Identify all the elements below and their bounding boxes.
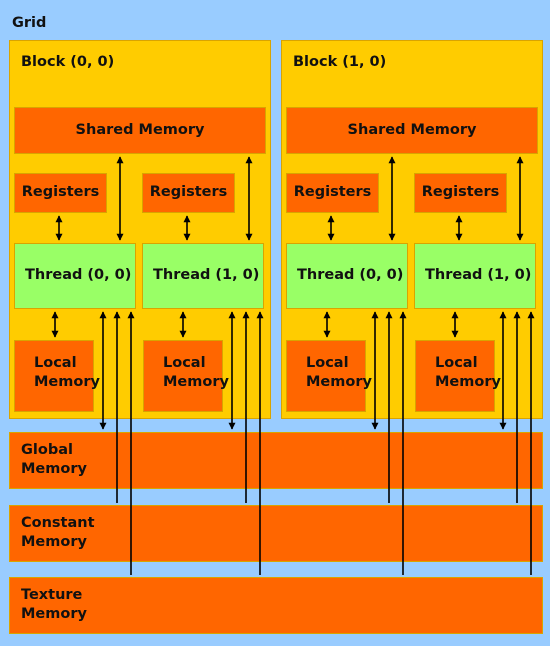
block-0-0-thread-0-label: Thread (0, 0) (25, 267, 132, 283)
block-0-0-thread-1-local-line1: Local (163, 355, 206, 371)
block-0-0-shared-memory-label: Shared Memory (75, 122, 205, 138)
block-1-0-thread-0-registers (286, 173, 379, 213)
block-1-0-thread-1-local-memory (415, 340, 495, 412)
block-1-0-shared-memory (286, 107, 538, 154)
block-1-0-thread-0-label: Thread (0, 0) (297, 267, 404, 283)
block-0-0-thread-1-local-line2: Memory (163, 374, 229, 390)
block-1-0-thread-1-local-line1: Local (435, 355, 478, 371)
block-0-0-thread-1-registers (142, 173, 235, 213)
constant-memory-line2: Memory (21, 534, 87, 550)
block-0-0-shared-memory (14, 107, 266, 154)
block-1-0-thread-1-registers (414, 173, 507, 213)
block-0-0-thread-0-local-line2: Memory (34, 374, 100, 390)
block-1-0-thread-1 (414, 243, 536, 309)
block-0-0-thread-0-registers-label: Registers (21, 184, 100, 200)
block-1-0-thread-0-local-memory (286, 340, 366, 412)
block-1-0-shared-memory-label: Shared Memory (347, 122, 477, 138)
block-1-0-thread-0 (286, 243, 408, 309)
block-0-0-thread-1-label: Thread (1, 0) (153, 267, 260, 283)
global-memory-line2: Memory (21, 461, 87, 477)
global-memory (9, 432, 543, 489)
global-memory-line1: Global (21, 442, 73, 458)
block-1-0-thread-1-local-line2: Memory (435, 374, 501, 390)
block-0-0-thread-1-registers-label: Registers (149, 184, 228, 200)
constant-memory-line1: Constant (21, 515, 95, 531)
texture-memory-line1: Texture (21, 587, 83, 603)
constant-memory (9, 505, 543, 562)
block-0-0-thread-0-registers (14, 173, 107, 213)
grid-label: Grid (12, 15, 47, 31)
block-0-0-thread-0 (14, 243, 136, 309)
block-0-0-thread-1 (142, 243, 264, 309)
texture-memory-line2: Memory (21, 606, 87, 622)
texture-memory (9, 577, 543, 634)
block-1-0-thread-0-local-line2: Memory (306, 374, 372, 390)
block-0-0-thread-1-local-memory (143, 340, 223, 412)
block-0-0-label: Block (0, 0) (21, 54, 115, 70)
block-0-0-thread-0-local-line1: Local (34, 355, 77, 371)
block-1-0-thread-0-registers-label: Registers (293, 184, 372, 200)
block-1-0-thread-1-registers-label: Registers (421, 184, 500, 200)
block-0-0-thread-0-local-memory (14, 340, 94, 412)
block-1-0-thread-1-label: Thread (1, 0) (425, 267, 532, 283)
block-1-0-label: Block (1, 0) (293, 54, 387, 70)
block-1-0-thread-0-local-line1: Local (306, 355, 349, 371)
